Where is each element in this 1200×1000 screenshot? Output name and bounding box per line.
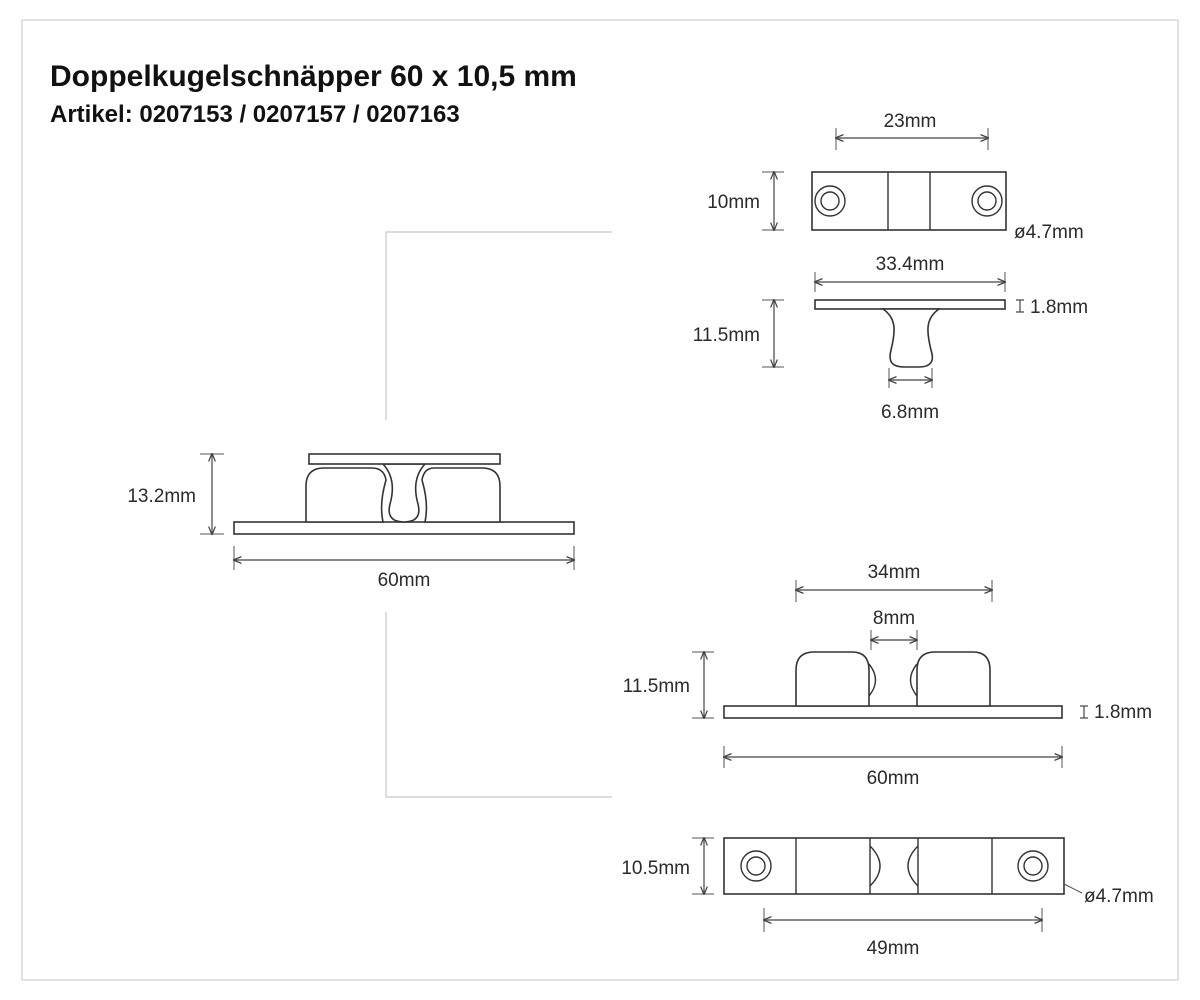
dim-striker-top-width: 23mm <box>836 111 988 150</box>
svg-text:10.5mm: 10.5mm <box>621 858 690 879</box>
dim-striker-side-width: 33.4mm <box>815 254 1005 292</box>
svg-text:1.8mm: 1.8mm <box>1030 297 1088 318</box>
mounting-hole-icon <box>740 850 772 882</box>
striker-side-view <box>814 299 1006 368</box>
dim-assembly-width: 60mm <box>234 546 574 591</box>
striker-top-view <box>811 171 1007 231</box>
svg-text:60mm: 60mm <box>378 570 431 591</box>
assembly-side-view <box>233 453 575 535</box>
svg-text:ø4.7mm: ø4.7mm <box>1084 886 1154 907</box>
ball-icon <box>869 845 881 887</box>
dim-catch-hole: ø4.7mm <box>1063 883 1154 907</box>
dim-striker-top-height: 10mm <box>707 172 784 230</box>
dim-striker-plate-thickness: 1.8mm <box>1016 297 1088 318</box>
dim-striker-stem-width: 6.8mm <box>881 368 939 423</box>
dim-catch-top-height: 10.5mm <box>621 838 714 894</box>
ball-icon <box>909 663 918 697</box>
dim-catch-gap: 8mm <box>871 608 917 650</box>
mounting-hole-icon <box>1017 850 1049 882</box>
dim-assembly-height: 13.2mm <box>127 454 224 534</box>
dim-striker-side-height: 11.5mm <box>693 300 784 367</box>
dim-catch-side-height: 11.5mm <box>623 652 714 718</box>
dim-catch-plate-thickness: 1.8mm <box>1080 702 1152 723</box>
dim-catch-housing-width: 34mm <box>796 562 992 602</box>
svg-text:11.5mm: 11.5mm <box>693 325 760 346</box>
mounting-hole-icon <box>971 185 1003 217</box>
ball-icon <box>907 845 919 887</box>
drawing-title: Doppelkugelschnäpper 60 x 10,5 mm <box>50 60 577 93</box>
svg-text:6.8mm: 6.8mm <box>881 402 939 423</box>
catch-top-view <box>723 837 1065 895</box>
catch-side-view <box>723 651 1063 719</box>
dim-catch-side-width: 60mm <box>724 746 1062 789</box>
article-numbers: Artikel: 0207153 / 0207157 / 0207163 <box>50 101 460 128</box>
svg-text:11.5mm: 11.5mm <box>623 676 690 697</box>
drawing-frame <box>21 19 1179 981</box>
svg-text:60mm: 60mm <box>867 768 920 789</box>
svg-text:33.4mm: 33.4mm <box>876 254 945 275</box>
svg-text:49mm: 49mm <box>867 938 920 959</box>
svg-text:23mm: 23mm <box>884 111 937 132</box>
connector-lines <box>385 231 612 798</box>
dim-striker-hole: ø4.7mm <box>1014 222 1084 243</box>
ball-icon <box>868 663 877 697</box>
svg-text:8mm: 8mm <box>873 608 915 629</box>
svg-text:1.8mm: 1.8mm <box>1094 702 1152 723</box>
svg-text:13.2mm: 13.2mm <box>127 486 196 507</box>
svg-text:34mm: 34mm <box>868 562 921 583</box>
mounting-hole-icon <box>814 185 846 217</box>
svg-text:10mm: 10mm <box>707 192 760 213</box>
dim-catch-hole-spacing: 49mm <box>764 908 1042 959</box>
